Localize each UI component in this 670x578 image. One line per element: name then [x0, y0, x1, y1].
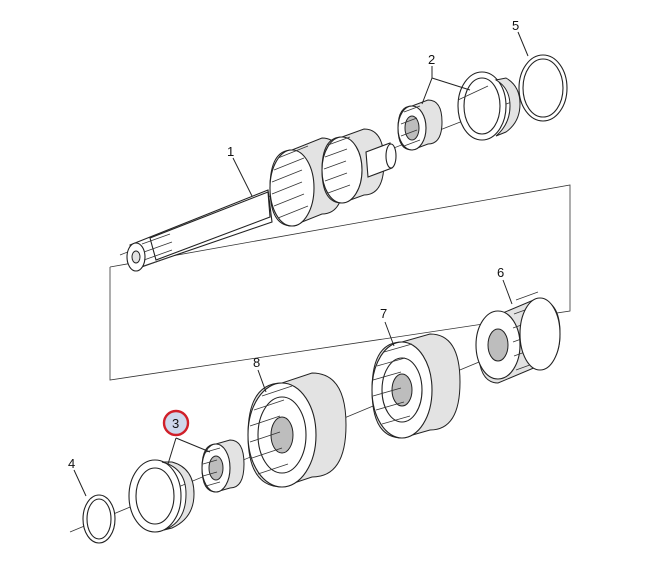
assembly-frame [109, 184, 571, 381]
label-bearing-top[interactable]: 2 [428, 52, 435, 67]
snap-ring-bottom-part[interactable] [82, 494, 116, 544]
bearing-bottom-part[interactable] [128, 439, 245, 533]
leader-2 [421, 66, 433, 105]
highlight-ring [162, 409, 190, 437]
leader-3 [167, 437, 177, 465]
label-gear-6[interactable]: 6 [497, 265, 504, 280]
label-gear-7[interactable]: 7 [380, 306, 387, 321]
leader-5 [517, 31, 529, 57]
gear-6-part[interactable] [475, 291, 561, 384]
label-gear-8[interactable]: 8 [253, 355, 260, 370]
label-bearing-bottom[interactable]: 3 [172, 416, 179, 431]
leader-6 [502, 279, 513, 305]
leader-4 [73, 469, 87, 497]
leader-8 [257, 369, 267, 393]
shaft-part[interactable] [126, 128, 397, 272]
label-snap-ring-bottom[interactable]: 4 [68, 456, 75, 471]
label-shaft[interactable]: 1 [227, 144, 234, 159]
leader-7 [384, 321, 395, 347]
gear-7-part[interactable] [371, 333, 461, 439]
label-snap-ring-top[interactable]: 5 [512, 18, 519, 33]
snap-ring-top-part[interactable] [518, 54, 568, 122]
leader-2b [431, 77, 471, 91]
leader-1 [232, 157, 253, 197]
leader-3b [175, 437, 211, 453]
gear-8-part[interactable] [247, 372, 347, 488]
bearing-top-part[interactable] [397, 71, 521, 151]
